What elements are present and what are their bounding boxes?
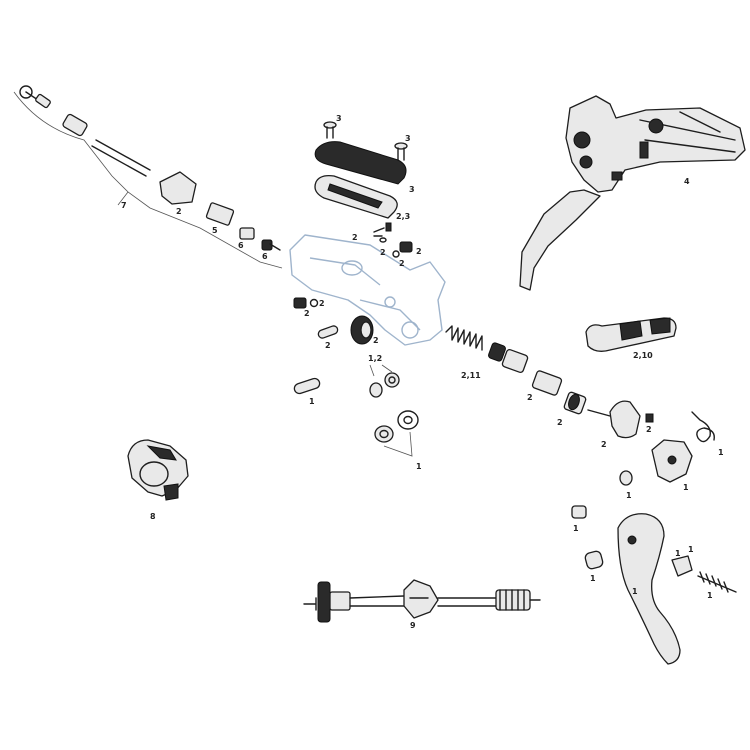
callout-1: 1	[675, 549, 681, 558]
callout-1: 1	[309, 397, 315, 406]
callout-2: 2	[399, 259, 405, 268]
callout-2: 2	[380, 248, 386, 257]
piston-assembly	[445, 325, 654, 439]
assembled-lever	[519, 95, 746, 291]
callout-6: 6	[238, 241, 244, 250]
callout-3: 3	[336, 114, 342, 123]
callout-2-10: 2,10	[633, 351, 653, 360]
hose-assembly	[13, 85, 283, 269]
cap-screw-left	[323, 121, 337, 139]
compression-nut	[205, 202, 235, 226]
callout-1: 1	[632, 587, 638, 596]
callout-2: 2	[416, 247, 422, 256]
piston-sleeve	[531, 370, 563, 396]
callout-9: 9	[410, 621, 416, 630]
callout-2: 2	[325, 341, 331, 350]
piston-seal	[488, 342, 506, 362]
cartridge-2-10	[585, 317, 677, 352]
cam-link	[609, 400, 641, 439]
washer-pair	[374, 410, 419, 443]
callout-2-3: 2,3	[396, 212, 410, 221]
callout-1: 1	[707, 591, 713, 600]
blade-barrel-b	[584, 550, 604, 570]
reservoir-cap-group	[314, 121, 408, 243]
set-screw-b	[293, 297, 307, 309]
callout-2-11: 2,11	[461, 371, 481, 380]
bleed-tool	[303, 579, 541, 623]
callout-2: 2	[601, 440, 607, 449]
banjo-fitting	[19, 85, 51, 109]
callout-2: 2	[304, 309, 310, 318]
callout-3: 3	[405, 134, 411, 143]
callout-2: 2	[373, 336, 379, 345]
callout-6: 6	[262, 252, 268, 261]
lever-blade-parts	[571, 411, 737, 665]
callout-3: 3	[409, 185, 415, 194]
callout-1: 1	[573, 524, 579, 533]
callout-2: 2	[352, 233, 358, 242]
cap-screw-right	[394, 142, 408, 161]
reservoir-cover	[314, 141, 407, 185]
hose-insert	[239, 227, 255, 240]
callout-2: 2	[557, 418, 563, 427]
callout-2: 2	[176, 207, 182, 216]
blade-clip	[671, 555, 693, 577]
bleed-port-fittings	[373, 222, 392, 243]
bleed-screw	[261, 239, 281, 251]
olive-fitting	[62, 113, 88, 137]
callout-1: 1	[590, 574, 596, 583]
reach-adjust-knob	[350, 315, 374, 345]
return-spring	[445, 325, 483, 351]
callout-4: 4	[684, 177, 690, 186]
pivot-pin-short	[317, 325, 339, 339]
lever-body-ghost	[289, 234, 446, 346]
callout-labels: 3 3 3 2,3 4 7 2 5 6 6 2 2 2 2 2 2 2 2 2,…	[121, 114, 724, 630]
bladder-inner	[327, 183, 383, 209]
callout-8: 8	[150, 512, 156, 521]
piston	[501, 348, 529, 374]
set-screw-a	[399, 241, 413, 253]
blade-barrel-a	[571, 505, 587, 519]
adjuster-screw	[697, 571, 737, 593]
bushing-pair	[369, 372, 400, 398]
hose-barb-clamp	[159, 171, 197, 205]
callout-1-2: 1,2	[368, 354, 382, 363]
lever-blade	[617, 513, 681, 665]
pivot-pin-long	[293, 377, 321, 395]
callout-1: 1	[416, 462, 422, 471]
callout-1: 1	[688, 545, 694, 554]
callout-2: 2	[319, 299, 325, 308]
hose-group-outline	[13, 91, 283, 269]
callout-2: 2	[527, 393, 533, 402]
handlebar-clamp	[127, 439, 189, 501]
torsion-spring	[691, 411, 715, 443]
blade-bushing	[619, 470, 633, 486]
callout-5: 5	[212, 226, 218, 235]
callout-1: 1	[683, 483, 689, 492]
callout-7: 7	[121, 201, 127, 210]
hose-tube	[91, 139, 151, 177]
small-fasteners	[293, 241, 419, 457]
callout-1: 1	[718, 448, 724, 457]
callout-1: 1	[626, 491, 632, 500]
callout-2: 2	[646, 425, 652, 434]
